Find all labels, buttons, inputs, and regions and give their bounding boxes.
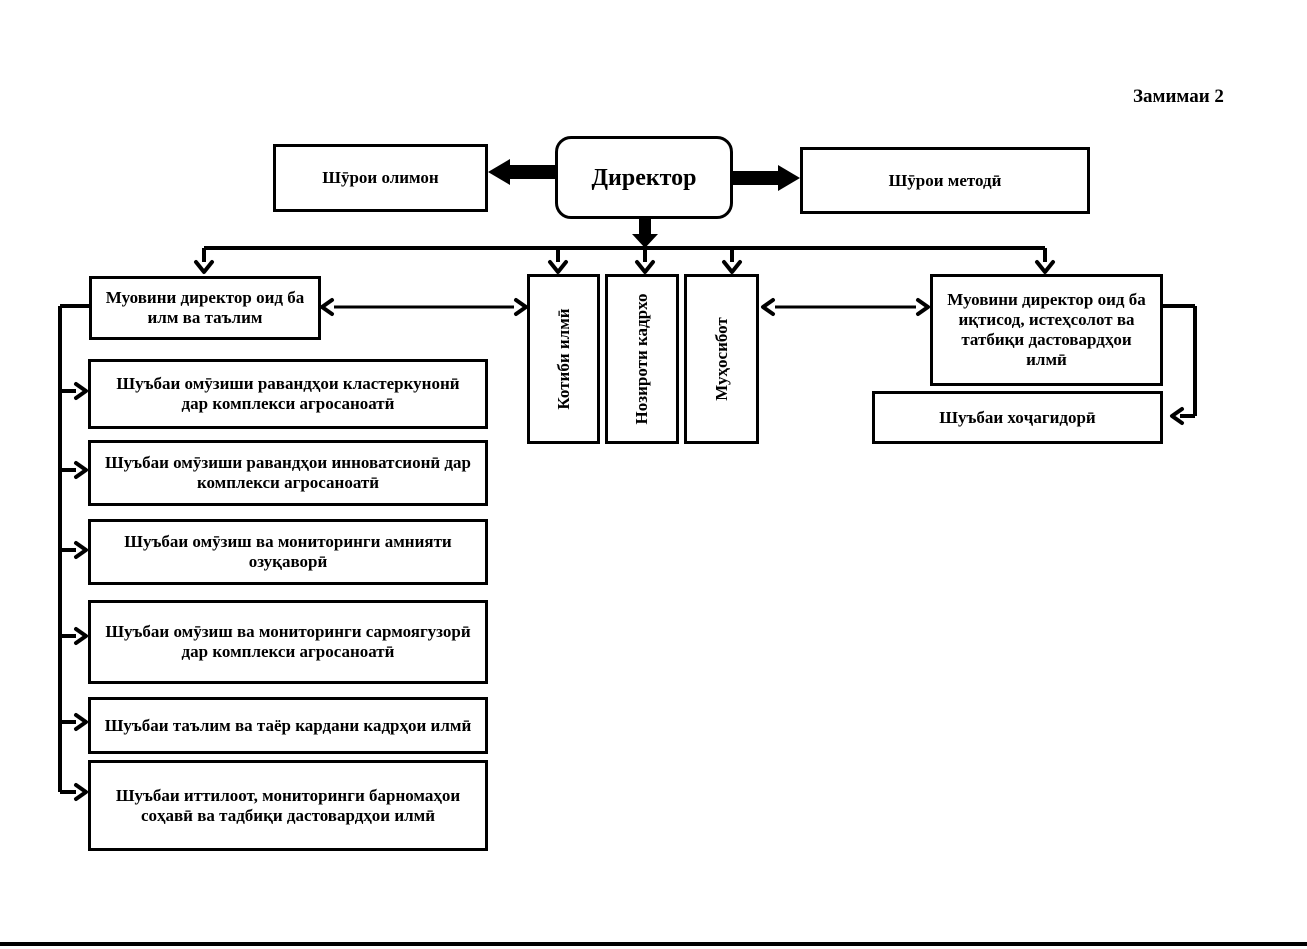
scientific-secretary-label: Котиби илмӣ: [553, 308, 573, 410]
council-methodical-label: Шӯрои методӣ: [888, 170, 1002, 190]
department-box: Шуъбаи иттилоот, мониторинги барномаҳои …: [88, 760, 488, 851]
deputy-economics-label: Муовини директор оид ба иқтисод, истеҳсо…: [947, 290, 1146, 369]
director-label: Директор: [591, 164, 697, 191]
household-department-label: Шуъбаи хоҷагидорӣ: [939, 407, 1096, 427]
hr-inspector-box: Нозироти кадрхо: [605, 274, 679, 444]
deputy-science-box: Муовини директор оид ба илм ва таълим: [89, 276, 321, 340]
department-box: Шуъбаи омӯзиш ва мониторинги сармоягузор…: [88, 600, 488, 684]
department-box: Шуъбаи омӯзиши равандҳои инноватсионӣ да…: [88, 440, 488, 506]
hr-inspector-label: Нозироти кадрхо: [632, 293, 651, 425]
department-label: Шуъбаи омӯзиши равандҳои кластеркунонӣ д…: [116, 374, 460, 413]
department-label: Шуъбаи омӯзиш ва мониторинги сармоягузор…: [105, 622, 471, 661]
attachment-label: Замимаи 2: [1133, 86, 1224, 107]
department-label: Шуъбаи омӯзиш ва мониторинги амнияти озу…: [124, 532, 452, 571]
deputy-economics-box: Муовини директор оид ба иқтисод, истеҳсо…: [930, 274, 1163, 386]
department-box: Шуъбаи таълим ва таёр кардани кадрҳои ил…: [88, 697, 488, 754]
director-box: Директор: [555, 136, 733, 219]
department-label: Шуъбаи иттилоот, мониторинги барномаҳои …: [115, 785, 461, 825]
household-department-box: Шуъбаи хоҷагидорӣ: [872, 391, 1163, 444]
deputy-science-label: Муовини директор оид ба илм ва таълим: [105, 288, 305, 327]
scientific-secretary-box: Котиби илмӣ: [527, 274, 600, 444]
department-box: Шуъбаи омӯзиши равандҳои кластеркунонӣ д…: [88, 359, 488, 429]
department-label: Шуъбаи таълим ва таёр кардани кадрҳои ил…: [104, 715, 472, 735]
department-box: Шуъбаи омӯзиш ва мониторинги амнияти озу…: [88, 519, 488, 585]
council-methodical-box: Шӯрои методӣ: [800, 147, 1090, 214]
accounting-box: Муҳосибот: [684, 274, 759, 444]
bottom-rule: [0, 942, 1307, 946]
council-scientists-label: Шӯрои олимон: [322, 168, 439, 187]
accounting-label: Муҳосибот: [711, 317, 731, 401]
council-scientists-box: Шӯрои олимон: [273, 144, 488, 212]
department-label: Шуъбаи омӯзиши равандҳои инноватсионӣ да…: [105, 453, 471, 492]
